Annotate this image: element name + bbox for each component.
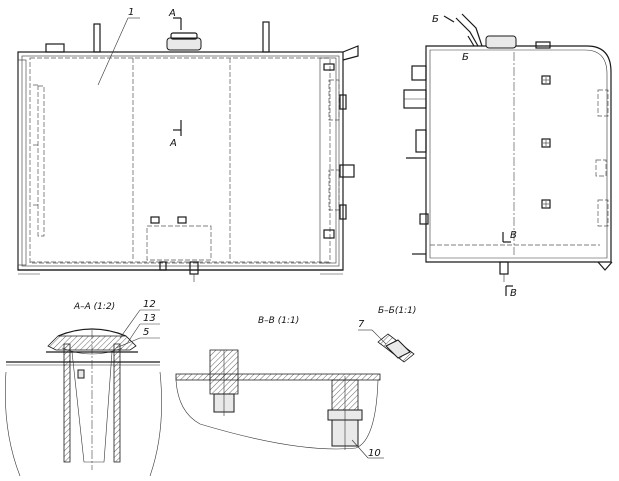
part-label-13: 13	[143, 313, 156, 324]
part-label-12: 12	[143, 299, 156, 310]
front-view	[17, 17, 359, 282]
section-title-a-a: А–А (1:2)	[73, 302, 115, 312]
part-label-7: 7	[358, 319, 365, 330]
cut-label-a-mid: А	[169, 138, 177, 149]
section-title-b-b: Б–Б(1:1)	[378, 306, 416, 316]
cut-label-b-top: Б	[432, 14, 439, 25]
part-label-1: 1	[128, 7, 134, 18]
section-b-b	[358, 329, 415, 363]
cut-label-b-top2: Б	[462, 52, 469, 63]
part-label-5: 5	[143, 327, 149, 338]
part-label-10: 10	[368, 448, 381, 459]
cut-label-a-top: А	[168, 8, 176, 19]
section-v-v	[175, 349, 384, 459]
cut-label-v-top: В	[510, 230, 517, 241]
section-a-a	[4, 309, 162, 477]
cut-label-v-bottom: В	[510, 288, 517, 299]
side-view	[403, 13, 613, 296]
section-title-v-v: В–В (1:1)	[258, 316, 299, 326]
